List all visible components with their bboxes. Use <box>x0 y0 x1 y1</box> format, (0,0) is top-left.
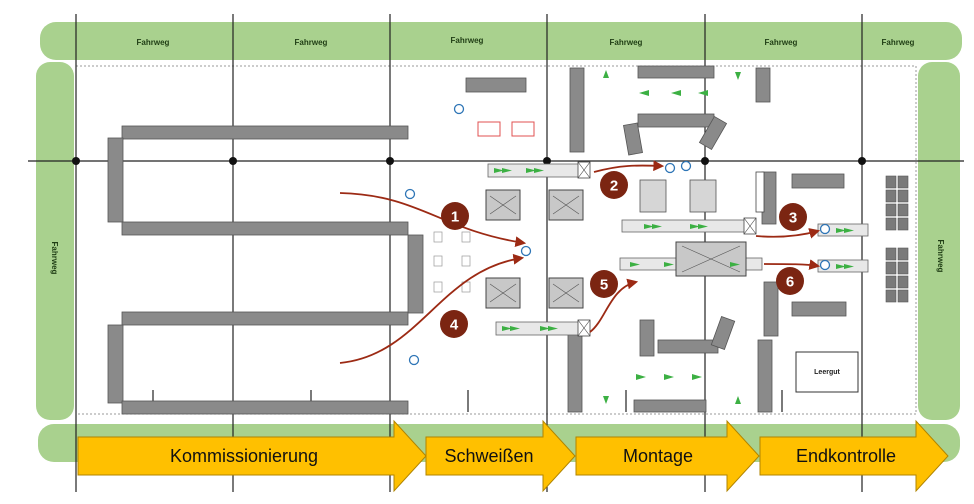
stage-label: Kommissionierung <box>170 446 318 466</box>
inspection-area: Leergut <box>791 173 909 393</box>
top-road <box>40 22 962 60</box>
badge-2: 2 <box>600 171 628 199</box>
material-flow-lines <box>339 160 821 364</box>
empties-label: Leergut <box>814 369 840 376</box>
badge-6: 6 <box>776 267 804 295</box>
badge-3: 3 <box>779 203 807 231</box>
right-road-label: Fahrweg <box>936 240 945 273</box>
stage-label: Schweißen <box>444 446 533 466</box>
stage-arrow-endkontrolle: Endkontrolle <box>759 419 949 493</box>
flow-line-6 <box>763 259 821 270</box>
left-road <box>36 62 74 420</box>
svg-text:3: 3 <box>789 210 797 227</box>
stage-arrow-montage: Montage <box>575 419 760 493</box>
right-road <box>918 62 960 420</box>
badge-1: 1 <box>441 202 469 230</box>
road-label: Fahrweg <box>882 38 915 47</box>
left-road-label: Fahrweg <box>50 242 59 275</box>
top-road-labels: Fahrweg Fahrweg Fahrweg Fahrweg Fahrweg … <box>137 36 915 47</box>
step-badges: 1 2 3 4 5 6 <box>440 171 807 338</box>
road-label: Fahrweg <box>137 38 170 47</box>
stage-label: Endkontrolle <box>796 446 896 466</box>
empties-area <box>795 351 859 393</box>
picking-racks <box>107 125 424 415</box>
assembly-area <box>623 65 779 413</box>
svg-text:2: 2 <box>610 178 618 195</box>
road-label: Fahrweg <box>610 38 643 47</box>
flow-line-1 <box>339 192 527 248</box>
stage-arrow-kommissionierung: Kommissionierung <box>77 419 427 493</box>
road-label: Fahrweg <box>295 38 328 47</box>
flow-line-4 <box>339 253 525 364</box>
flow-line-3 <box>755 228 821 239</box>
flow-line-5 <box>589 278 639 333</box>
svg-text:1: 1 <box>451 209 459 226</box>
road-label: Fahrweg <box>765 38 798 47</box>
station-markers <box>404 103 831 366</box>
flow-line-2 <box>593 160 665 173</box>
svg-text:4: 4 <box>450 317 459 334</box>
conveyor-arrows <box>494 70 854 404</box>
grid-nodes <box>72 157 866 165</box>
stage-arrow-schweissen: Schweißen <box>425 419 576 493</box>
badge-4: 4 <box>440 310 468 338</box>
process-stage-arrows: Kommissionierung Schweißen Montage Endko… <box>77 419 949 493</box>
stage-label: Montage <box>623 446 693 466</box>
badge-5: 5 <box>590 270 618 298</box>
road-label: Fahrweg <box>451 36 484 45</box>
svg-text:6: 6 <box>786 274 794 291</box>
svg-text:5: 5 <box>600 277 608 294</box>
assembly-conveyors <box>619 171 765 277</box>
hall-floor <box>75 65 917 415</box>
